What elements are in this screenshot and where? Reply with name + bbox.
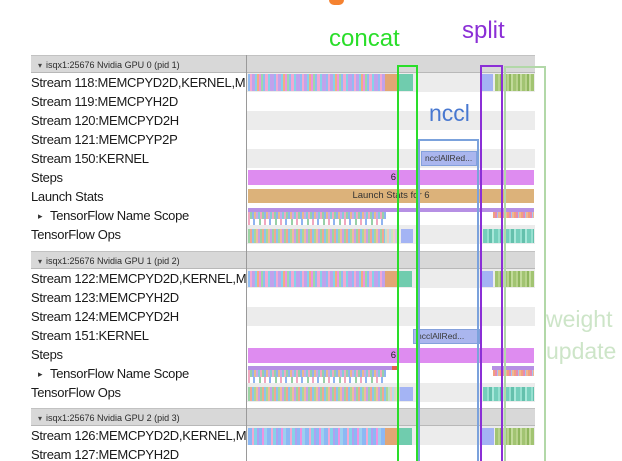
concat-highlight-box [397,65,418,461]
annotation-nccl: nccl [429,100,470,126]
stream118-event-bars[interactable] [248,74,385,91]
section-header-label: isqx1:25676 Nvidia GPU 2 (pid 3) [46,413,180,423]
annotation-split: split [462,17,505,44]
tf-ops-events-gpu0[interactable] [385,229,399,243]
expand-icon: ▸ [38,211,43,221]
row-label-tf-name-scope[interactable]: ▸TensorFlow Name Scope [0,364,246,383]
row-label-tf-name-scope[interactable]: ▸TensorFlow Name Scope [0,206,246,225]
section-header-gpu2[interactable]: ▾isqx1:25676 Nvidia GPU 2 (pid 3) [31,408,535,426]
panel-divider [246,55,247,461]
weight-update-highlight-box [504,66,546,461]
row-label-steps: Steps [31,347,63,362]
row-label-stream-124: Stream 124:MEMCPYD2H [31,309,179,324]
section-header-gpu0[interactable]: ▾isqx1:25676 Nvidia GPU 0 (pid 1) [31,55,535,73]
launch-stats-bar-gpu0[interactable]: Launch Stats for 6 [248,189,534,203]
annotation-concat: concat [329,25,400,52]
row-label-stream-127: Stream 127:MEMCPYH2D [31,447,179,461]
row-label-stream-150: Stream 150:KERNEL [31,151,149,166]
tf-name-scope-right-events-gpu1[interactable] [493,370,534,376]
row-label-stream-122: Stream 122:MEMCPYD2D,KERNEL,MI [31,271,246,286]
row-label-stream-123: Stream 123:MEMCPYH2D [31,290,179,305]
stream126-event-bars[interactable] [248,428,385,445]
tf-name-scope-flame-gpu0[interactable] [248,219,386,225]
section-header-label: isqx1:25676 Nvidia GPU 1 (pid 2) [46,256,180,266]
stream122-split-event[interactable] [482,271,493,287]
split-highlight-box [480,65,503,461]
stream118-split-event[interactable] [482,74,493,91]
collapse-icon: ▾ [38,61,43,70]
stream126-concat-event[interactable] [398,428,412,445]
stream126-split-event[interactable] [482,428,494,445]
tf-name-scope-flame-gpu0[interactable] [248,212,386,219]
row-label-launch-stats: Launch Stats [31,189,104,204]
stream118-orange-event[interactable] [385,74,399,91]
tf-name-scope-flame-gpu1[interactable] [248,370,386,377]
steps-value-gpu0: 6 [390,172,396,183]
row-label-stream-118: Stream 118:MEMCPYD2D,KERNEL,ME [31,75,246,90]
annotation-weight-update-line1: weight [546,306,613,332]
nccl-allreduce-bar-gpu1[interactable]: ncclAllRed... [413,329,480,344]
nccl-allreduce-bar-gpu0[interactable]: ncclAllRed... [421,151,477,166]
steps-bar-gpu0[interactable] [248,170,534,185]
tf-ops-teal-events-gpu1[interactable] [483,387,534,401]
tf-ops-teal-events-gpu0[interactable] [483,229,534,243]
expand-icon: ▸ [38,369,43,379]
track-row-bg [247,307,535,326]
stream122-orange-event[interactable] [385,271,399,287]
tf-name-scope-right-events-gpu0[interactable] [493,212,534,218]
track-row-bg [247,111,535,130]
row-label-steps: Steps [31,170,63,185]
row-label-tf-ops: TensorFlow Ops [31,385,121,400]
tf-name-scope-red-tick-gpu1[interactable] [392,366,398,370]
row-label-stream-126: Stream 126:MEMCPYD2D,KERNEL,MI [31,428,246,443]
collapse-icon: ▾ [38,414,43,423]
stream122-concat-event[interactable] [399,271,412,287]
row-label-stream-121: Stream 121:MEMCPYP2P [31,132,178,147]
section-header-label: isqx1:25676 Nvidia GPU 0 (pid 1) [46,60,180,70]
tf-name-scope-flame-gpu1[interactable] [248,377,386,383]
tf-name-scope-bar-right-gpu1[interactable] [492,366,534,370]
section-header-gpu1[interactable]: ▾isqx1:25676 Nvidia GPU 1 (pid 2) [31,251,535,269]
steps-value-gpu1: 6 [390,350,396,361]
tf-ops-events-gpu0[interactable] [248,229,385,243]
stream122-event-bars[interactable] [248,271,385,287]
steps-bar-gpu1[interactable] [248,348,534,363]
tf-name-scope-bar-gpu1[interactable] [248,366,398,370]
annotation-weight-update-line2: update [546,338,617,364]
row-label-stream-119: Stream 119:MEMCPYH2D [31,94,178,109]
stream126-orange-event[interactable] [385,428,398,445]
row-label-stream-120: Stream 120:MEMCPYD2H [31,113,179,128]
cropped-orange-shape [329,0,344,5]
stream118-concat-event[interactable] [399,74,413,91]
row-label-tf-ops: TensorFlow Ops [31,227,121,242]
tf-ops-events-gpu1[interactable] [248,387,388,401]
nccl-highlight-box [418,139,479,461]
tf-ops-blue-event-gpu0[interactable] [401,229,413,243]
collapse-icon: ▾ [38,257,43,266]
tf-name-scope-bar-gpu0[interactable] [248,208,534,212]
tf-ops-blue-event-gpu1[interactable] [400,387,413,401]
row-label-stream-151: Stream 151:KERNEL [31,328,149,343]
